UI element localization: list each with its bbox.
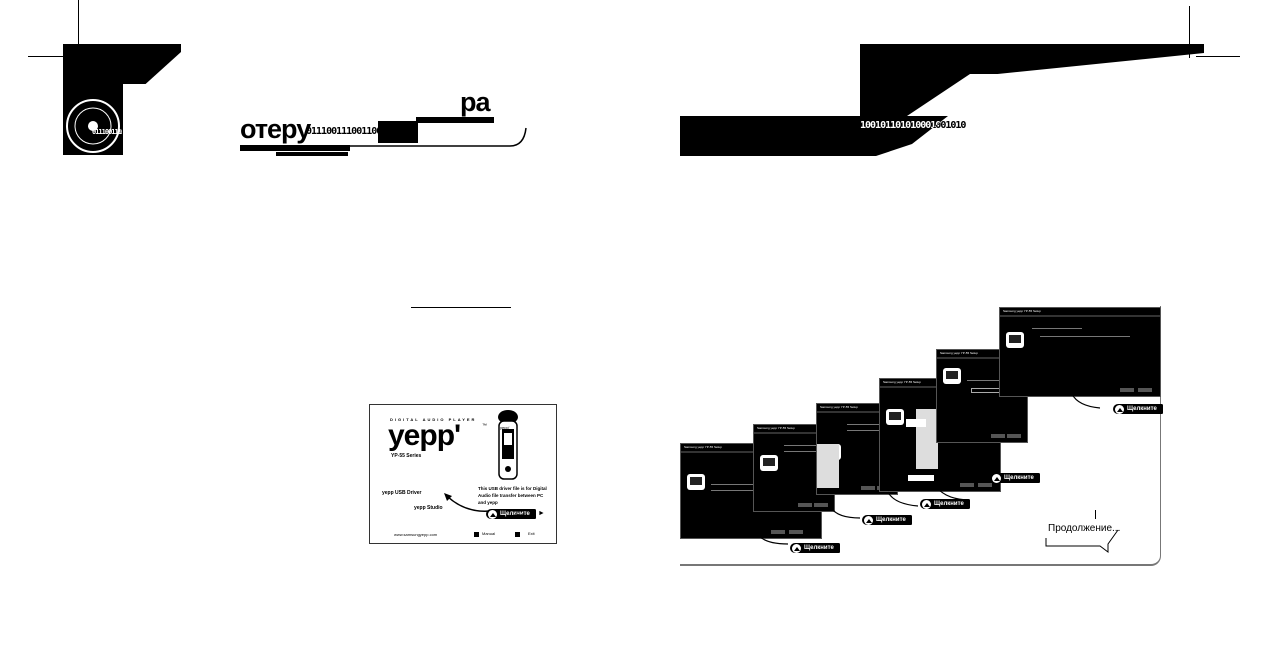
manual-button[interactable]: Manual [482,531,496,536]
series-label: YP-55 Series [391,453,422,459]
wizard-screen-5: Samsung yepp YP-55 Setup [936,349,1028,443]
wizard-click-label-4: Щелкните [1004,475,1034,481]
cd-tagline: DIGITAL AUDIO PLAYER [390,417,477,422]
wizard-click-label-3: Щелкните [934,501,964,507]
wizard-click-label-5: Щелкните [1127,406,1157,412]
left-header-block [378,121,418,143]
menu-item-yepp-studio[interactable]: yepp Studio [414,505,443,511]
wizard-click-button-4[interactable]: Щелкните [990,473,1040,483]
right-header-art-2 [860,74,970,118]
continue-callout-arrow [1045,529,1119,553]
wizard-screen-1-title: Samsung yepp YP-55 Setup [684,445,722,449]
crop-mark-right-v [1189,6,1190,58]
left-header-underline [240,145,350,151]
wizard-click-label-2: Щелкните [876,517,906,523]
click-label: Щелкните [500,511,530,517]
click-icon [488,510,497,519]
wizard-click-button-3[interactable]: Щелкните [920,499,970,509]
left-header-underline-2 [276,152,348,156]
wizard-click-button-1[interactable]: Щелкните [790,543,840,553]
wizard-click-label-1: Щелкните [804,545,834,551]
crop-mark-left-v [78,0,79,62]
right-header-block [680,116,858,156]
left-header-title-right: pa [460,87,490,117]
player-brand: yepp' [500,425,510,430]
left-header-art-top [63,44,181,84]
player-device-image [498,410,518,480]
left-header-title-left: отеру [240,114,311,144]
website-url[interactable]: www.samsungyepp.com [394,532,438,537]
left-header-binary: 01110011100110010100 [306,126,407,137]
cd-disc-graphic [66,99,120,153]
yepp-logo: yepp' [388,419,461,452]
crop-mark-left-h [28,56,74,57]
wizard-screen-6-title: Samsung yepp YP-55 Setup [1003,309,1041,313]
wizard-frame [680,306,1161,566]
next-link[interactable]: Next [515,512,524,517]
menu-item-usb-driver[interactable]: yepp USB Driver [382,490,422,496]
continue-label: Продолжение... [1048,523,1121,534]
wizard-click-button-5[interactable]: Щелкните [1113,404,1163,414]
link-underline [411,307,511,308]
wizard-screen-2-title: Samsung yepp YP-55 Setup [757,426,795,430]
left-header-binary-small: 01110011100110010100 [92,128,122,136]
wizard-arrows [757,393,1101,545]
next-arrow-icon[interactable]: ► [538,510,545,517]
trademark: ™ [482,423,487,429]
cd-menu-screenshot: DIGITAL AUDIO PLAYER yepp' ™ YP-55 Serie… [369,404,557,544]
wizard-screen-4-title: Samsung yepp YP-55 Setup [883,380,921,384]
left-header-swoosh [350,127,527,147]
click-icon [1115,405,1124,414]
wizard-screen-3-title: Samsung yepp YP-55 Setup [820,405,858,409]
right-header-binary: 100101101010001001010 [860,120,966,131]
manual-button-icon-2[interactable] [515,532,520,537]
manual-button-icon[interactable] [474,532,479,537]
driver-description: This USB driver file is for Digital Audi… [478,486,547,505]
wizard-screen-5-title: Samsung yepp YP-55 Setup [940,351,978,355]
continue-tick [1095,510,1096,519]
click-icon [992,474,1001,483]
click-icon [922,500,931,509]
cd-click-button[interactable]: Щелкните [486,509,536,519]
wizard-screen-6: Samsung yepp YP-55 Setup [999,307,1161,397]
right-header-art [860,44,1204,74]
wizard-click-button-2[interactable]: Щелкните [862,515,912,525]
exit-button[interactable]: Exit [528,531,535,536]
click-icon [792,544,801,553]
click-icon [864,516,873,525]
left-header-bar [416,117,494,123]
crop-mark-right-h [1196,56,1240,57]
